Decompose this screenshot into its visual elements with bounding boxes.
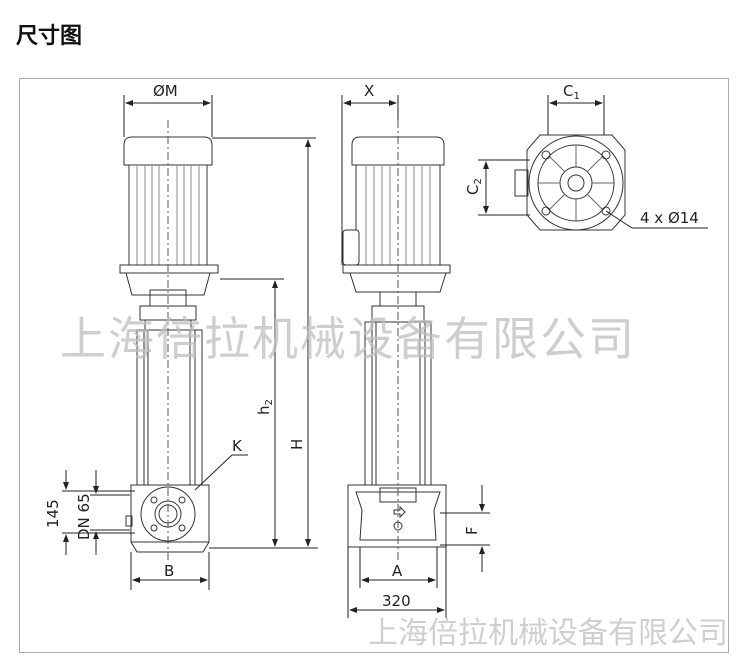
pump-side-view [342, 120, 451, 560]
watermark-bottom: 上海倍拉机械设备有限公司 [368, 616, 728, 651]
dimension-lines [62, 95, 708, 618]
pump-front-view [119, 120, 219, 560]
label-b: B [164, 562, 174, 580]
page-title: 尺寸图 [16, 24, 83, 49]
label-holes: 4 x Ø14 [640, 209, 699, 227]
label-c2: C2 [464, 178, 484, 195]
label-k: K [232, 437, 243, 455]
label-motor-diameter: ØM [153, 82, 178, 100]
label-a: A [392, 562, 403, 580]
watermark-main: 上海倍拉机械设备有限公司 [60, 312, 636, 366]
label-h2: h2 [255, 399, 275, 415]
label-height: H [288, 439, 306, 450]
label-145: 145 [44, 499, 62, 528]
pump-top-view [514, 134, 626, 231]
label-c1: C1 [563, 82, 580, 102]
drawing-frame [19, 78, 729, 653]
label-f: F [463, 526, 481, 535]
label-dn: DN 65 [75, 493, 93, 540]
label-320: 320 [382, 592, 411, 610]
label-x: X [364, 82, 374, 100]
